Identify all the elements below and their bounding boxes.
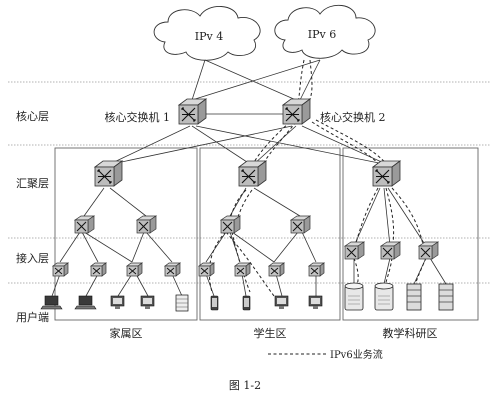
- edge-switch-icon: [52, 262, 69, 277]
- laptop-icon: [40, 295, 63, 310]
- server-rack-icon: [406, 283, 422, 311]
- aggregation-switch-teaching-icon: [372, 160, 401, 187]
- access-switch-icon: [380, 241, 401, 260]
- zone-box-teaching: [342, 147, 479, 321]
- zone-box-student: [199, 147, 341, 321]
- edge-switch-icon: [308, 262, 325, 277]
- desktop-pc-icon: [140, 295, 155, 310]
- access-switch-icon: [344, 241, 365, 260]
- access-switch-icon: [74, 215, 95, 234]
- server-rack-icon: [438, 283, 454, 311]
- aggregation-switch-family-icon: [94, 160, 123, 187]
- layer-label-core: 核心层: [16, 109, 49, 123]
- access-switch-icon: [220, 215, 241, 234]
- zone-box-family: [54, 147, 198, 321]
- aggregation-switch-student-icon: [238, 160, 267, 187]
- core-switch-1-label: 核心交换机 1: [105, 110, 171, 124]
- legend-ipv6-label: IPv6业务流: [330, 348, 383, 361]
- layer-label-user: 用户端: [16, 310, 49, 324]
- ipv4-cloud: IPv 4: [153, 6, 261, 61]
- zone-label-student: 学生区: [254, 326, 287, 340]
- tower-pc-icon: [175, 294, 189, 312]
- layer-label-aggregation: 汇聚层: [16, 177, 49, 190]
- ipv6-cloud: IPv 6: [274, 4, 376, 59]
- access-switch-icon: [418, 241, 439, 260]
- laptop-icon: [74, 295, 97, 310]
- zone-label-family: 家属区: [110, 326, 143, 340]
- edge-switch-icon: [164, 262, 181, 277]
- access-switch-icon: [290, 215, 311, 234]
- edge-switch-icon: [268, 262, 285, 277]
- desktop-pc-icon: [308, 295, 323, 310]
- figure-caption: 图 1-2: [229, 379, 261, 392]
- server-icon: [344, 282, 364, 311]
- desktop-pc-icon: [110, 295, 125, 310]
- phone-icon: [210, 295, 219, 311]
- ipv4-cloud-label: IPv 4: [195, 30, 223, 43]
- core-switch-2-icon: [282, 98, 311, 125]
- desktop-pc-icon: [274, 295, 289, 310]
- phone-icon: [242, 295, 251, 311]
- core-switch-1-icon: [178, 98, 207, 125]
- ipv6-cloud-label: IPv 6: [308, 28, 336, 41]
- layer-label-access: 接入层: [16, 252, 49, 265]
- edge-switch-icon: [90, 262, 107, 277]
- links-solid: [51, 59, 447, 297]
- edge-switch-icon: [198, 262, 215, 277]
- edge-switch-icon: [126, 262, 143, 277]
- core-switch-2-label: 核心交换机 2: [320, 110, 386, 124]
- edge-switch-icon: [234, 262, 251, 277]
- access-switch-icon: [136, 215, 157, 234]
- server-icon: [374, 282, 394, 311]
- zone-label-teaching: 教学科研区: [383, 326, 438, 340]
